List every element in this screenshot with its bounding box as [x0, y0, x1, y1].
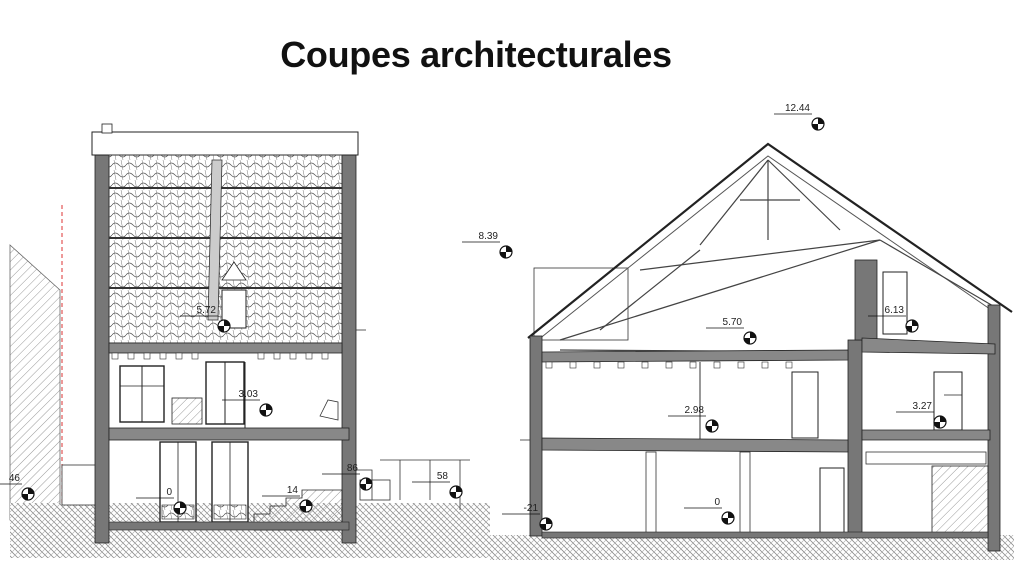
level-label: 14	[287, 485, 299, 496]
level-marker-right-5: 3.27	[896, 401, 947, 429]
level-marker-left-6: 58	[412, 471, 463, 499]
level-marker-left-3: 0	[136, 487, 187, 515]
radiator	[171, 397, 203, 425]
level-label: 86	[347, 463, 359, 474]
left-wall	[94, 149, 110, 544]
level-marker-left-5: 86	[322, 463, 373, 491]
level-label: 12.44	[785, 103, 810, 114]
level-marker-left-4: 14	[262, 485, 313, 513]
level-marker-left-1: 3.03	[222, 389, 273, 417]
level-label: 6.13	[885, 305, 905, 316]
level-label: 3.27	[913, 401, 933, 412]
level-label: -21	[524, 503, 539, 514]
level-label: 5.70	[723, 317, 743, 328]
chimney	[101, 123, 113, 134]
level-label: 5.72	[197, 305, 217, 316]
right-wall	[341, 149, 357, 544]
level-marker-right-6: 0	[684, 497, 735, 525]
level-marker-right-3: 6.13	[868, 305, 919, 333]
level-marker-right-0: 12.44	[774, 103, 825, 131]
left-section	[9, 123, 490, 558]
level-label: 58	[437, 471, 449, 482]
level-marker-left-0: 5.72	[180, 305, 231, 333]
level-marker-right-1: 8.39	[462, 231, 513, 259]
level-label: 0	[166, 487, 172, 498]
page-title: Coupes architecturales	[280, 34, 672, 75]
level-marker-right-2: 5.70	[706, 317, 757, 345]
level-label: 0	[714, 497, 720, 508]
right-section	[490, 142, 1014, 560]
level-marker-right-4: 2.98	[668, 405, 719, 433]
level-label: 2.98	[685, 405, 705, 416]
level-label: 46	[9, 473, 21, 484]
wc-fixture	[319, 399, 339, 421]
roof-outline	[527, 142, 1013, 339]
level-marker-left-2: 46	[0, 473, 35, 501]
level-marker-right-7: -21	[502, 503, 553, 531]
level-label: 3.03	[239, 389, 259, 400]
level-label: 8.39	[479, 231, 499, 242]
ground-left	[10, 503, 490, 558]
ground-right	[490, 535, 1014, 560]
